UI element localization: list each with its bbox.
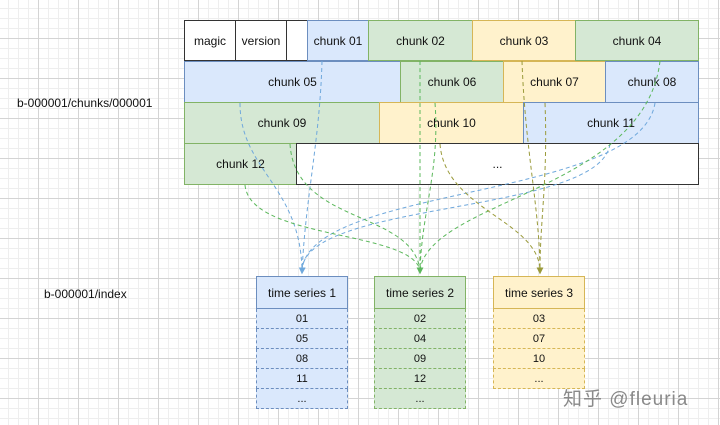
chunk-07: chunk 07 — [503, 61, 606, 103]
magic-field: magic — [184, 20, 236, 61]
padding-field — [286, 20, 308, 61]
table-row: 09 — [374, 349, 466, 369]
time-series-1-title: time series 1 — [256, 276, 348, 309]
chunk-05: chunk 05 — [184, 61, 401, 103]
chunk-10: chunk 10 — [379, 102, 524, 144]
chunks-file-label: b-000001/chunks/000001 — [17, 96, 153, 110]
table-row: 02 — [374, 309, 466, 329]
table-row: 07 — [493, 329, 585, 349]
table-row: ... — [493, 369, 585, 389]
time-series-2-title: time series 2 — [374, 276, 466, 309]
chunk-02: chunk 02 — [368, 20, 473, 61]
chunk-04: chunk 04 — [575, 20, 699, 61]
chunk-03: chunk 03 — [472, 20, 576, 61]
table-row: ... — [256, 389, 348, 409]
table-row: 05 — [256, 329, 348, 349]
table-row: 11 — [256, 369, 348, 389]
chunk-09: chunk 09 — [184, 102, 380, 144]
chunk-06: chunk 06 — [400, 61, 504, 103]
chunk-12: chunk 12 — [184, 143, 297, 185]
chunk-08: chunk 08 — [605, 61, 699, 103]
time-series-3-title: time series 3 — [493, 276, 585, 309]
chunk-01: chunk 01 — [307, 20, 369, 61]
chunk-more: ... — [296, 143, 699, 185]
table-row: 08 — [256, 349, 348, 369]
index-file-label: b-000001/index — [44, 287, 127, 301]
table-row: ... — [374, 389, 466, 409]
watermark: 知乎 @fleuria — [563, 389, 689, 410]
version-field: version — [235, 20, 287, 61]
table-row: 01 — [256, 309, 348, 329]
table-row: 10 — [493, 349, 585, 369]
table-row: 12 — [374, 369, 466, 389]
chunk-11: chunk 11 — [523, 102, 699, 144]
table-row: 03 — [493, 309, 585, 329]
table-row: 04 — [374, 329, 466, 349]
